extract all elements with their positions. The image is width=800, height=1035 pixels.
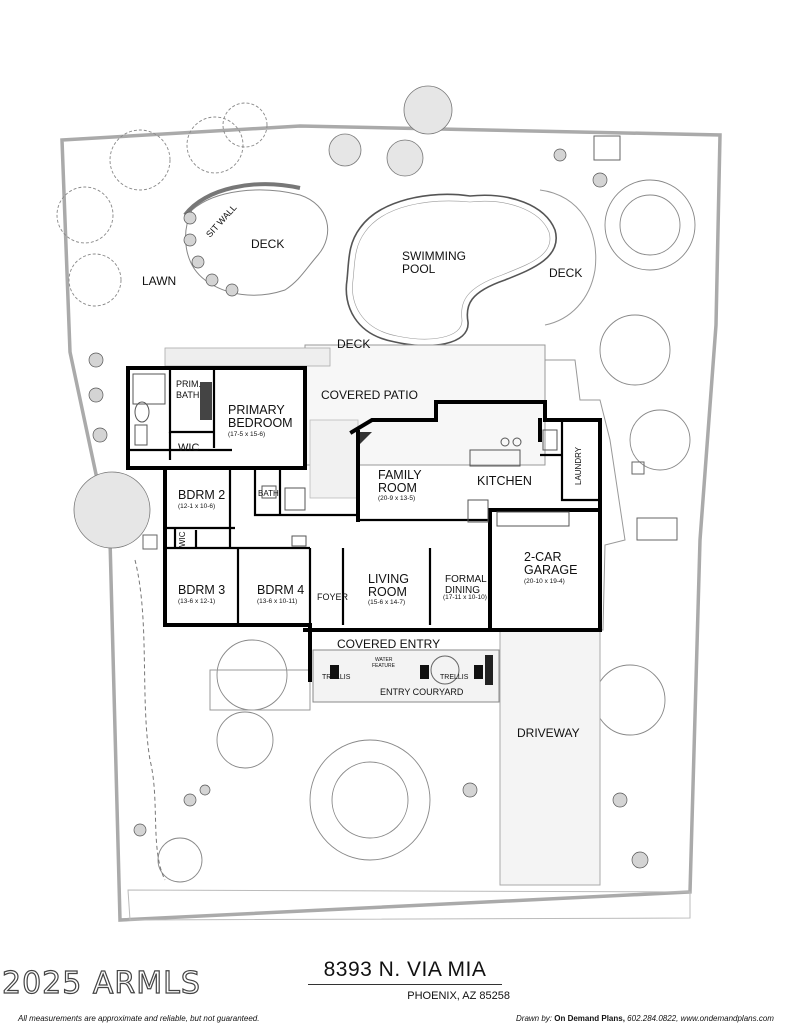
sit-wall-label: SIT WALL [204,203,239,240]
driveway-label: DRIVEWAY [517,726,580,740]
water-feature-label-1: WATER [375,657,393,663]
family-room-label-1: FAMILY [378,468,422,482]
garage-label-1: 2-CAR [524,550,562,564]
interior-walls [128,368,600,625]
garage-label-2: GARAGE [524,563,578,577]
drawn-by-credit: Drawn by: On Demand Plans, 602.284.0822,… [516,1014,774,1023]
formal-dining-label-1: FORMAL [445,574,487,585]
primary-bedroom-label-2: BEDROOM [228,416,293,430]
kitchen-label: KITCHEN [477,474,532,488]
laundry-label: LAUNDRY [574,446,583,485]
driveway-area [499,629,601,886]
primary-bedroom-dimensions: (17-5 x 15-6) [228,431,265,438]
landscaping [56,85,696,883]
bdrm4-dimensions: (13-6 x 10-11) [257,598,297,605]
lawn-label: LAWN [142,274,176,288]
living-room-label-2: ROOM [368,585,407,599]
primary-bedroom-label-1: PRIMARY [228,403,285,417]
pool-label-line1: SWIMMING [402,249,466,263]
living-room-label-1: LIVING [368,572,409,586]
bath-label: BATH [258,489,279,498]
covered-entry-label: COVERED ENTRY [337,637,440,651]
formal-dining-dimensions: (17-11 x 10-10) [443,594,487,601]
title-underline [308,984,502,985]
water-feature-label-2: FEATURE [372,663,396,669]
deck-left-label: DECK [251,237,284,251]
house-walls [126,366,602,682]
deck-right-outline [539,189,597,326]
property-address: 8393 N. VIA MIA [323,958,487,981]
entry-courtyard-label: ENTRY COURYARD [380,687,464,697]
drawn-by-label: Drawn by: [516,1014,553,1023]
pool-label-line2: POOL [402,262,436,276]
drawn-by-company: On Demand Plans, [554,1014,625,1023]
living-room-dimensions: (15-6 x 14-7) [368,599,405,606]
covered-patio-label: COVERED PATIO [321,388,418,402]
bdrm4-label: BDRM 4 [257,583,304,597]
entry-courtyard-area [312,649,500,703]
formal-dining-label-2: DINING [445,585,480,596]
prim-bath-label-1: PRIM. [176,379,201,389]
trellis-left-label: TRELLIS [322,674,351,681]
swimming-pool [345,193,558,347]
bdrm2-label: BDRM 2 [178,488,225,502]
foyer-label: FOYER [317,592,349,602]
deck-left-outline [185,189,329,296]
garage-dimensions: (20-10 x 19-4) [524,578,565,585]
deck-right-label: DECK [549,266,582,280]
disclaimer-text: All measurements are approximate and rel… [18,1014,260,1023]
family-room-dimensions: (20-9 x 13-5) [378,495,415,502]
property-city: PHOENIX, AZ 85258 [407,990,510,1002]
wic-small-label: WIC [178,531,187,547]
wic-primary-label: WIC [178,442,199,454]
fixtures [132,373,570,685]
watermark: 2025 ARMLS [1,965,201,1001]
bdrm3-label: BDRM 3 [178,583,225,597]
bdrm2-dimensions: (12-1 x 10-6) [178,503,215,510]
sit-wall [183,182,301,217]
bdrm3-dimensions: (13-6 x 12-1) [178,598,215,605]
deck-bottom-label: DECK [337,337,370,351]
drawn-by-contact: 602.284.0822, www.ondemandplans.com [627,1014,774,1023]
property-boundary [60,124,722,922]
prim-bath-label-2: BATH [176,390,199,400]
trellis-right-label: TRELLIS [440,674,469,681]
family-room-label-2: ROOM [378,481,417,495]
